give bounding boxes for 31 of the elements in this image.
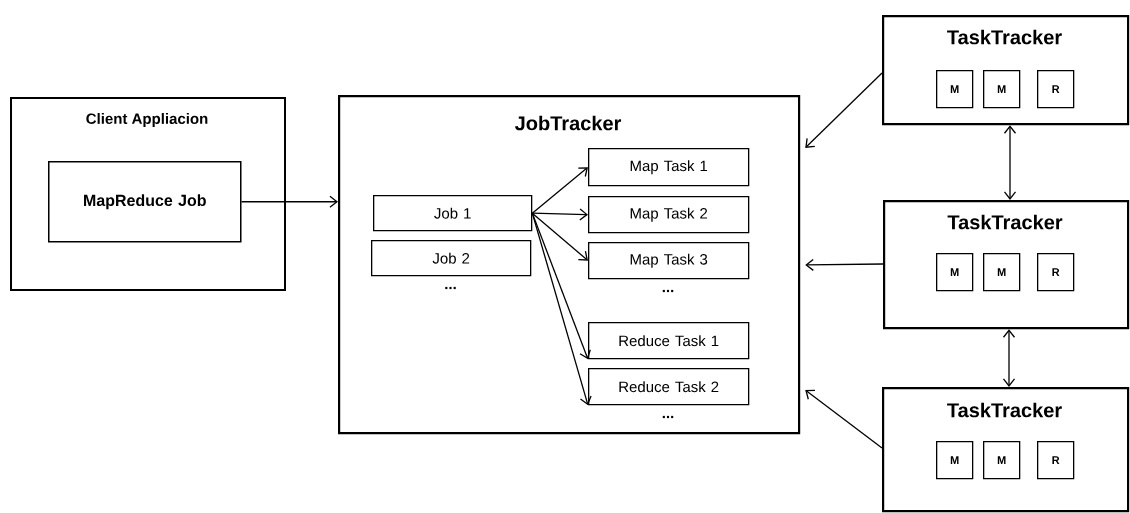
- ellipsis: ...: [662, 415, 674, 419]
- arrow: [805, 72, 883, 148]
- slot-box: M: [936, 70, 974, 109]
- arrow: [531, 212, 591, 360]
- slot-box: M: [936, 253, 974, 292]
- ellipsis: ...: [445, 286, 456, 290]
- job-box: Job 1: [373, 195, 533, 232]
- task-box: Reduce Task 2: [588, 368, 750, 406]
- slot-box: M: [983, 441, 1021, 480]
- task-box: Map Task 3: [588, 242, 750, 280]
- arrow: [1003, 125, 1017, 200]
- slot-box: R: [1037, 441, 1075, 480]
- arrow: [531, 212, 588, 261]
- task-box: Reduce Task 1: [588, 322, 750, 360]
- arrow: [240, 195, 338, 208]
- task-box: Map Task 1: [588, 148, 750, 187]
- job-box: Job 2: [371, 240, 532, 277]
- slot-box: M: [983, 253, 1021, 292]
- arrow: [805, 258, 884, 272]
- slot-box: R: [1037, 253, 1075, 292]
- arrow: [1002, 329, 1016, 387]
- arrow: [531, 212, 592, 406]
- ellipsis: ...: [662, 289, 674, 293]
- arrow: [805, 389, 883, 449]
- arrow: [531, 208, 588, 221]
- arrow: [531, 167, 588, 214]
- slot-box: M: [983, 70, 1021, 109]
- slot-box: M: [936, 441, 974, 480]
- slot-box: R: [1037, 70, 1075, 109]
- task-box: Map Task 2: [588, 196, 750, 234]
- job-box: MapReduce Job: [48, 161, 242, 243]
